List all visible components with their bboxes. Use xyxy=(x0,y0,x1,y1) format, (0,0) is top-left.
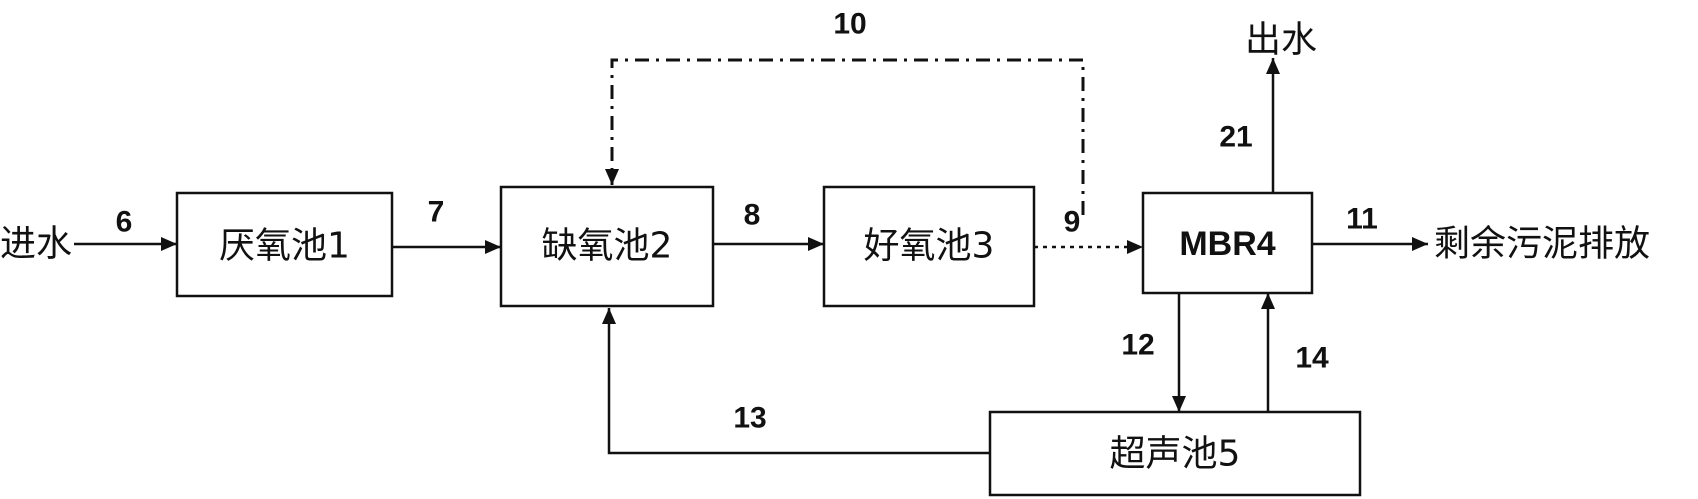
aerobic-tank-box xyxy=(822,185,1036,308)
edge-13-return-line xyxy=(602,308,990,455)
edge-7-label: 7 xyxy=(428,196,445,229)
edge-21-label: 21 xyxy=(1219,121,1252,154)
aerobic-tank-label: 好氧池3 xyxy=(864,226,995,267)
edge-10-recycle-line xyxy=(605,58,1085,215)
edge-8-label: 8 xyxy=(744,199,761,232)
sludge-discharge-label: 剩余污泥排放 xyxy=(1434,224,1650,265)
edge-9-label: 9 xyxy=(1064,206,1081,239)
mbr-box xyxy=(1141,191,1314,295)
edge-11-label: 11 xyxy=(1346,203,1378,236)
edge-14-label: 14 xyxy=(1295,342,1329,375)
anoxic-tank-box xyxy=(499,185,715,308)
mbr-label: MBR4 xyxy=(1179,225,1275,263)
edge-12-label: 12 xyxy=(1121,329,1154,362)
edge-6-label: 6 xyxy=(116,206,133,239)
edge-10-label: 10 xyxy=(833,8,866,41)
inlet-label: 进水 xyxy=(0,224,72,265)
edge-13-label: 13 xyxy=(733,402,766,435)
ultrasonic-tank-label: 超声池5 xyxy=(1110,434,1241,475)
effluent-label: 出水 xyxy=(1245,20,1317,61)
anoxic-tank-label: 缺氧池2 xyxy=(542,226,673,267)
anaerobic-tank-box xyxy=(175,191,394,298)
anaerobic-tank-label: 厌氧池1 xyxy=(219,226,350,267)
